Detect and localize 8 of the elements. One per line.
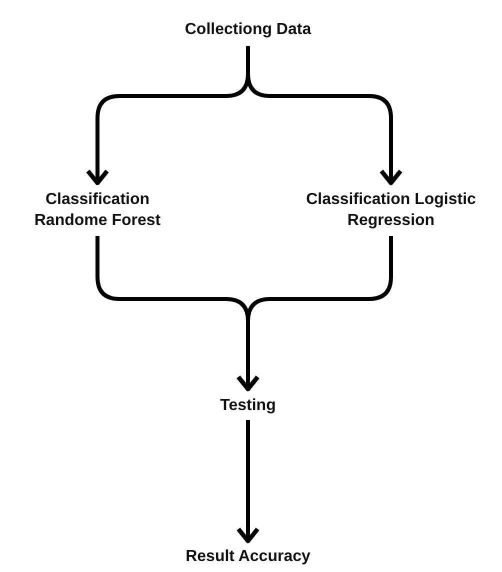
step-label: Classification Randome Forest [10, 186, 185, 234]
step-label: Classification Logistic Regression [282, 186, 500, 234]
step-label: Collectiong Data [148, 14, 348, 44]
arrow [236, 236, 393, 392]
step-label: Testing [188, 392, 308, 418]
arrow [236, 420, 260, 544]
arrow [246, 46, 403, 186]
step-label: Result Accuracy [168, 544, 328, 568]
